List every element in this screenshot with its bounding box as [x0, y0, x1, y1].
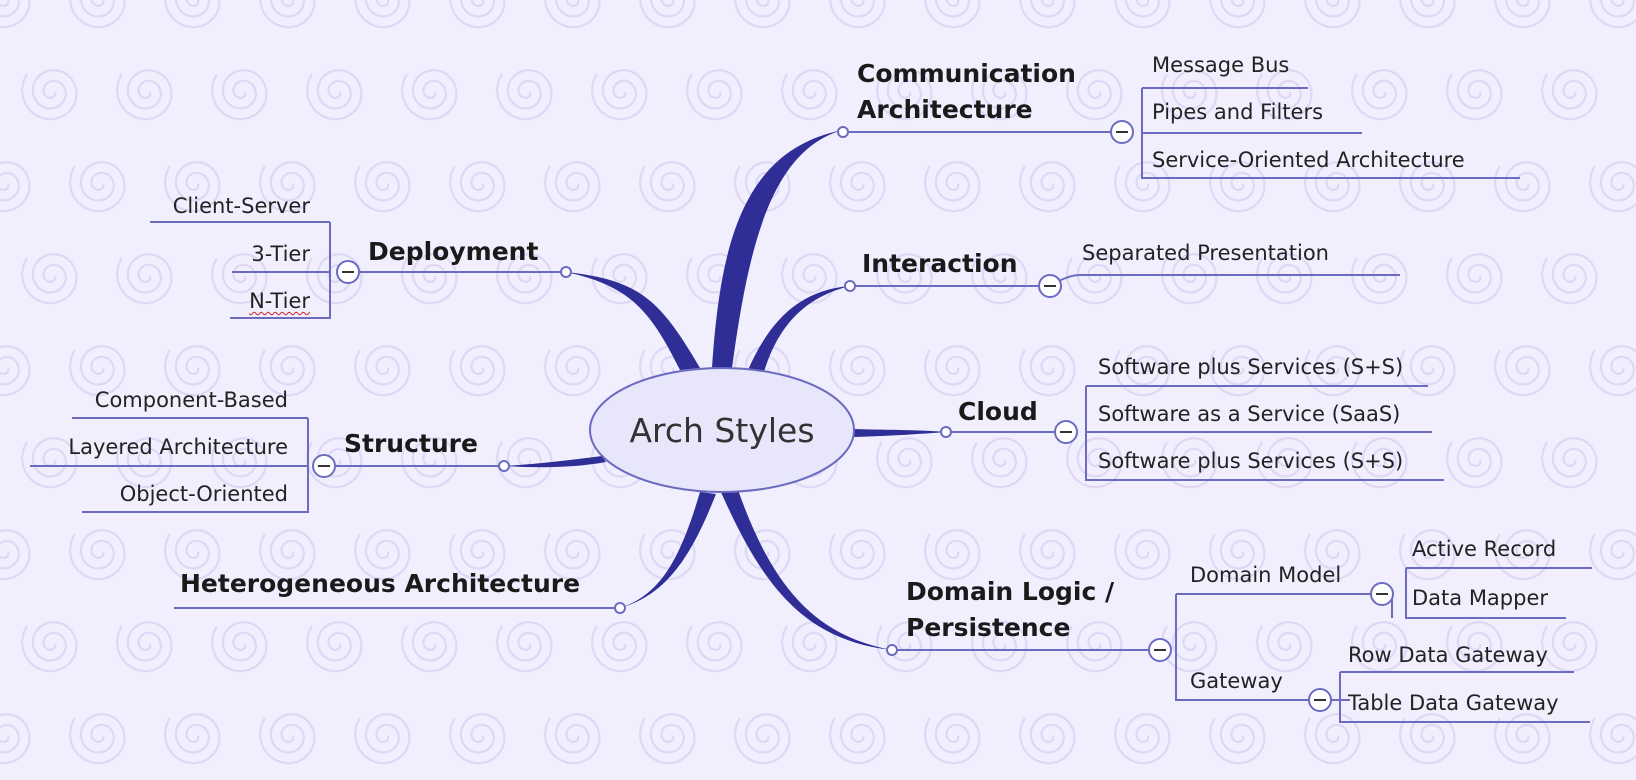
center-node-label[interactable]: Arch Styles	[629, 410, 815, 450]
subtopic-software-as-a-service[interactable]: Software as a Service (SaaS)	[1098, 402, 1401, 426]
subtopic-3-tier[interactable]: 3-Tier	[251, 242, 310, 266]
subtopic-software-plus-services-2[interactable]: Software plus Services (S+S)	[1098, 449, 1404, 473]
subtopic-active-record[interactable]: Active Record	[1412, 537, 1557, 561]
subtopic-gateway[interactable]: Gateway	[1190, 669, 1283, 693]
thin-connectors	[30, 87, 1592, 723]
branch-structure	[504, 456, 606, 468]
subtopic-row-data-gateway[interactable]: Row Data Gateway	[1348, 643, 1548, 667]
topic-communication-line2: Architecture	[857, 95, 1033, 124]
branch-heterogeneous	[620, 492, 716, 608]
subtopic-separated-presentation[interactable]: Separated Presentation	[1082, 241, 1329, 265]
collapse-structure-icon[interactable]	[312, 454, 336, 478]
subtopic-pipes-and-filters[interactable]: Pipes and Filters	[1152, 100, 1324, 124]
subtopic-software-plus-services-1[interactable]: Software plus Services (S+S)	[1098, 355, 1404, 379]
collapse-domain-model-icon[interactable]	[1370, 582, 1394, 606]
center-bubble	[589, 367, 855, 493]
collapse-gateway-icon[interactable]	[1308, 688, 1332, 712]
topic-communication-line1: Communication	[857, 59, 1076, 88]
collapse-toggles	[312, 120, 1394, 712]
collapse-deployment-icon[interactable]	[336, 260, 360, 284]
subtopic-domain-model[interactable]: Domain Model	[1190, 563, 1342, 587]
topic-interaction[interactable]: Interaction	[862, 249, 1018, 278]
topic-domain-line1: Domain Logic /	[906, 577, 1115, 606]
collapse-domain-icon[interactable]	[1148, 638, 1172, 662]
collapse-interaction-icon[interactable]	[1038, 274, 1062, 298]
topic-communication[interactable]: Communication Architecture	[857, 56, 1076, 128]
subtopic-object-oriented[interactable]: Object-Oriented	[119, 482, 288, 506]
main-branches	[504, 130, 946, 650]
subtopic-component-based[interactable]: Component-Based	[94, 388, 288, 412]
subtopic-service-oriented-architecture[interactable]: Service-Oriented Architecture	[1152, 148, 1465, 172]
collapse-cloud-icon[interactable]	[1054, 420, 1078, 444]
branch-deployment	[566, 272, 700, 370]
n-tier-text: N-Tier	[249, 289, 310, 313]
branch-communication	[712, 130, 843, 368]
topic-deployment[interactable]: Deployment	[368, 237, 539, 266]
data-mapper-text: Data Mapper	[1412, 586, 1549, 610]
subtopic-message-bus[interactable]: Message Bus	[1152, 53, 1290, 77]
topic-cloud[interactable]: Cloud	[958, 397, 1038, 426]
subtopic-table-data-gateway[interactable]: Table Data Gateway	[1348, 691, 1559, 715]
topic-domain-logic[interactable]: Domain Logic / Persistence	[906, 574, 1114, 646]
branch-interaction	[748, 286, 850, 372]
subtopic-n-tier[interactable]: N-Tier	[120, 288, 310, 314]
topic-structure[interactable]: Structure	[344, 429, 478, 458]
endpoint-dots	[498, 126, 952, 656]
subtopic-client-server[interactable]: Client-Server	[172, 194, 310, 218]
topic-heterogeneous-architecture[interactable]: Heterogeneous Architecture	[180, 569, 581, 598]
topic-domain-line2: Persistence	[906, 613, 1071, 642]
subtopic-layered-architecture[interactable]: Layered Architecture	[68, 435, 288, 459]
collapse-communication-icon[interactable]	[1110, 120, 1134, 144]
subtopic-data-mapper[interactable]: Data Mapper	[1412, 585, 1548, 611]
branch-cloud	[852, 429, 946, 437]
branch-domain	[720, 490, 892, 650]
